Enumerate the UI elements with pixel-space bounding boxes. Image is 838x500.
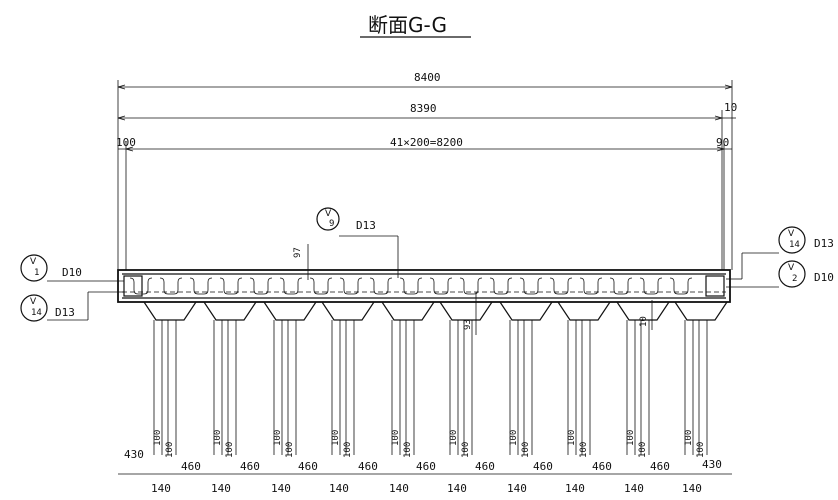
dim-10-top-label: 10: [724, 101, 737, 114]
callout-top-size: D13: [356, 219, 376, 232]
sub-100-10a: 100: [684, 430, 694, 446]
callout-right-bottom-size: D10: [814, 271, 834, 284]
bottom-right-end: 430: [702, 458, 722, 471]
spacing-6: 460: [475, 460, 495, 473]
sub-100-8a: 100: [567, 430, 577, 446]
spacing-8: 460: [592, 460, 612, 473]
bottom-dimensions: 430 430 460 460 460 460 460 460 460 460 …: [118, 430, 732, 495]
dim-spacing-label: 41×200=8200: [390, 136, 463, 149]
dim-93-label: 93: [463, 319, 473, 330]
dim-100-label: 100: [116, 136, 136, 149]
pile-width-9: 140: [624, 482, 644, 495]
svg-text:Ⅴ: Ⅴ: [788, 229, 795, 239]
dim-90-label: 90: [716, 136, 729, 149]
dim-8400-label: 8400: [414, 71, 441, 84]
sub-100-6b: 100: [461, 442, 471, 458]
sub-100-9b: 100: [638, 442, 648, 458]
callout-left-bottom: Ⅴ 14 D13: [20, 291, 124, 322]
sub-100-10b: 100: [696, 442, 706, 458]
callout-top-mark: 9: [329, 219, 334, 229]
section-title: 断面G-G: [368, 13, 447, 37]
callout-left-bottom-size: D13: [55, 306, 75, 319]
callout-top: Ⅴ 9 D13: [316, 207, 399, 278]
svg-text:Ⅴ: Ⅴ: [30, 257, 37, 267]
pile-width-6: 140: [447, 482, 467, 495]
pile-stubs: [143, 301, 728, 455]
dimension-8400: 8400: [117, 71, 733, 270]
pile-width-10: 140: [682, 482, 702, 495]
callout-right-top-mark: 14: [789, 240, 800, 250]
pile-width-5: 140: [389, 482, 409, 495]
callout-right-bottom: Ⅴ 2 D10: [726, 260, 834, 288]
spacing-3: 460: [298, 460, 318, 473]
svg-text:Ⅴ: Ⅴ: [788, 263, 795, 273]
callout-left-top: Ⅴ 1 D10: [20, 254, 124, 282]
callout-left-top-size: D10: [62, 266, 82, 279]
slab-section: [117, 269, 731, 303]
pile-width-1: 140: [151, 482, 171, 495]
callout-left-top-mark: 1: [34, 268, 39, 278]
sub-100-5a: 100: [391, 430, 401, 446]
sub-100-2a: 100: [213, 430, 223, 446]
pile-width-2: 140: [211, 482, 231, 495]
sub-100-3b: 100: [285, 442, 295, 458]
callout-right-bottom-mark: 2: [792, 274, 797, 284]
spacing-1: 460: [181, 460, 201, 473]
small-dims: 97 93 10: [293, 244, 653, 335]
svg-text:Ⅴ: Ⅴ: [30, 297, 37, 307]
sub-100-6a: 100: [449, 430, 459, 446]
sub-100-3a: 100: [273, 430, 283, 446]
sub-100-2b: 100: [225, 442, 235, 458]
sub-100-9a: 100: [626, 430, 636, 446]
spacing-7: 460: [533, 460, 553, 473]
callout-top-bar: Ⅴ: [325, 209, 332, 219]
sub-100-7b: 100: [521, 442, 531, 458]
bottom-left-end: 430: [124, 448, 144, 461]
spacing-9: 460: [650, 460, 670, 473]
dimension-spacing: 100 90 41×200=8200: [116, 136, 732, 270]
sub-100-1b: 100: [165, 442, 175, 458]
pile-width-7: 140: [507, 482, 527, 495]
callout-right-top-size: D13: [814, 237, 834, 250]
pile-width-4: 140: [329, 482, 349, 495]
callout-right-top: Ⅴ 14 D13: [726, 226, 834, 280]
sub-100-7a: 100: [509, 430, 519, 446]
pile-width-3: 140: [271, 482, 291, 495]
spacing-4: 460: [358, 460, 378, 473]
pile-width-8: 140: [565, 482, 585, 495]
sub-100-4a: 100: [331, 430, 341, 446]
dimension-8390: 8390 10: [117, 101, 737, 270]
dim-10-side-label: 10: [639, 316, 649, 327]
dim-97-label: 97: [293, 247, 303, 258]
sub-100-1a: 100: [153, 430, 163, 446]
spacing-5: 460: [416, 460, 436, 473]
sub-100-8b: 100: [579, 442, 589, 458]
spacing-2: 460: [240, 460, 260, 473]
dim-8390-label: 8390: [410, 102, 437, 115]
sub-100-5b: 100: [403, 442, 413, 458]
callout-left-bottom-mark: 14: [31, 308, 42, 318]
sub-100-4b: 100: [343, 442, 353, 458]
